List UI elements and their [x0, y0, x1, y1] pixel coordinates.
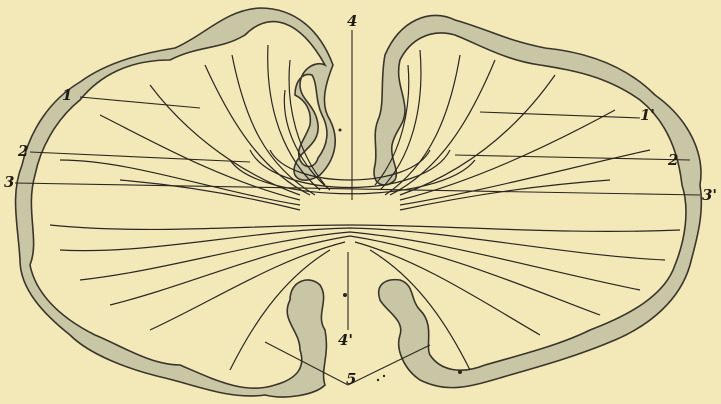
- mark-dot: [377, 379, 379, 381]
- label-4: 4: [347, 12, 357, 30]
- label-3: 3: [4, 173, 14, 191]
- guide-line-1p: [480, 112, 640, 118]
- guide-line-1: [80, 97, 200, 108]
- mark-dot: [383, 375, 385, 377]
- label-2: 2: [17, 142, 28, 160]
- right-lobe-cortex: [374, 15, 701, 387]
- label-4p: 4': [338, 331, 353, 349]
- mark-dot: [343, 293, 347, 297]
- guide-line-2p: [455, 155, 690, 160]
- label-1: 1: [62, 86, 72, 104]
- label-3p: 3': [702, 186, 717, 204]
- label-5: 5: [346, 370, 356, 388]
- mark-dot: [458, 370, 462, 374]
- label-2p: 2: [667, 151, 678, 169]
- mark-dot: [339, 129, 342, 132]
- label-1p: 1': [640, 106, 655, 124]
